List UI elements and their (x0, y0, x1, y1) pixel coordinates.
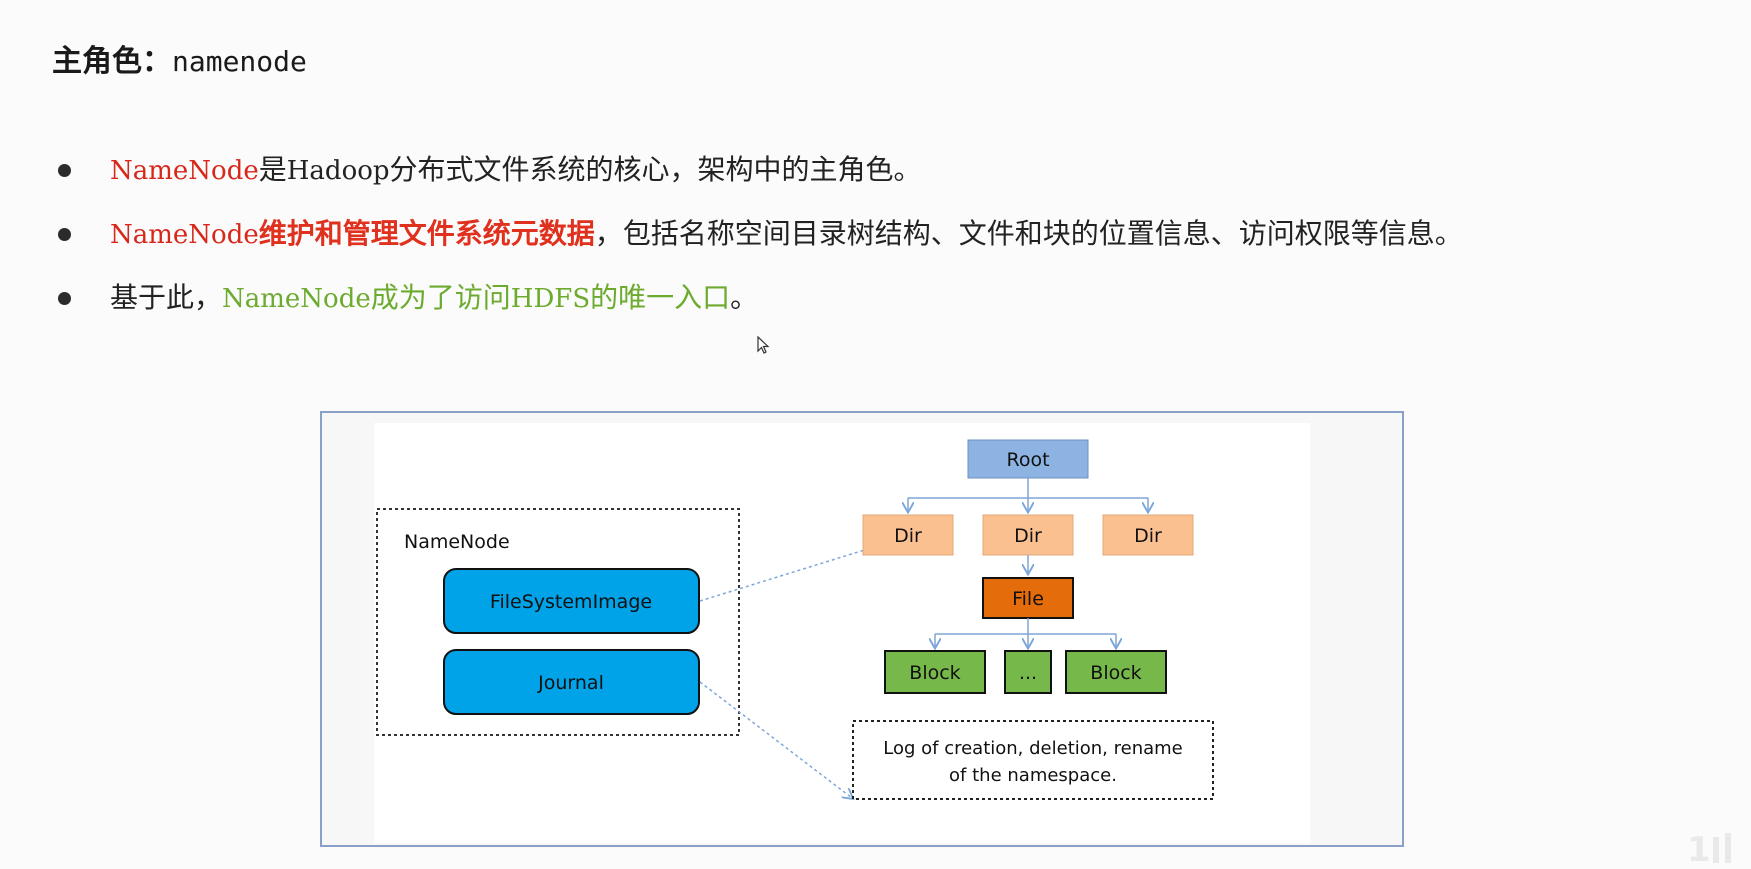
log-text-line1: Log of creation, deletion, rename (883, 738, 1183, 759)
dir-box (1102, 514, 1194, 556)
block-label: ... (1019, 662, 1037, 684)
log-text-line2: of the namespace. (949, 765, 1117, 786)
dir-label: Dir (894, 525, 922, 547)
block-box (1004, 650, 1052, 694)
bullet-item: NameNode维护和管理文件系统元数据，包括名称空间目录树结构、文件和块的位置… (58, 212, 1698, 276)
namenode-container (376, 508, 740, 736)
bullet-segment: Hadoop (286, 156, 390, 186)
bullet-segment: 分布式文件系统的核心，架构中的主角色。 (389, 153, 922, 186)
file-label: File (1012, 588, 1044, 610)
block-box (884, 650, 986, 694)
bullet-segment: 基于此， (110, 281, 223, 314)
diagram-svg: NameNode FileSystemImage Journal Root Di… (376, 439, 1214, 843)
svg-text:1: 1 (1687, 830, 1711, 865)
mouse-cursor-icon (757, 335, 771, 360)
bullet-text: NameNode是Hadoop分布式文件系统的核心，架构中的主角色。 (110, 148, 922, 193)
bullet-text: NameNode维护和管理文件系统元数据，包括名称空间目录树结构、文件和块的位置… (110, 212, 1463, 257)
bullet-text: 基于此，NameNode成为了访问HDFS的唯一入口。 (110, 276, 758, 321)
title-label: 主角色： (52, 44, 172, 79)
bullet-dot-icon (58, 164, 71, 177)
fsimage-label: FileSystemImage (490, 591, 652, 613)
bullet-item: NameNode是Hadoop分布式文件系统的核心，架构中的主角色。 (58, 148, 1698, 212)
namenode-label: NameNode (404, 531, 510, 553)
dir-box (862, 514, 954, 556)
diagram-canvas: NameNode FileSystemImage Journal Root Di… (374, 423, 1310, 843)
dir-label: Dir (1134, 525, 1162, 547)
namenode-diagram: NameNode FileSystemImage Journal Root Di… (320, 411, 1404, 847)
journal-label: Journal (537, 672, 604, 694)
block-label: Block (1090, 662, 1141, 684)
fsimage-pointer (699, 543, 887, 602)
dir-label: Dir (1014, 525, 1042, 547)
bullet-segment: NameNode (110, 220, 259, 250)
journal-pointer (699, 681, 852, 798)
bullet-segment: 是 (258, 153, 287, 186)
dir-box (982, 514, 1074, 556)
bullet-segment: 成为了访问 (370, 281, 511, 314)
journal-box (443, 649, 700, 715)
page-title: 主角色：namenode (52, 36, 307, 80)
bullet-segment: HDFS (510, 284, 591, 314)
root-label: Root (1006, 449, 1049, 471)
bullet-list: NameNode是Hadoop分布式文件系统的核心，架构中的主角色。 NameN… (58, 148, 1698, 340)
bullet-segment: 的唯一入口 (590, 281, 731, 314)
bullet-segment: NameNode (222, 284, 371, 314)
bullet-segment: 维护和管理文件系统元数据 (258, 217, 595, 250)
bullet-item: 基于此，NameNode成为了访问HDFS的唯一入口。 (58, 276, 1698, 340)
file-box (982, 577, 1074, 619)
block-box (1065, 650, 1167, 694)
block-label: Block (909, 662, 960, 684)
title-code: namenode (172, 45, 307, 78)
bullet-segment: NameNode (110, 156, 259, 186)
watermark-logo: 1 (1685, 829, 1745, 869)
bullet-segment: 。 (730, 281, 759, 314)
bullet-segment: ，包括名称空间目录树结构、文件和块的位置信息、访问权限等信息。 (594, 217, 1463, 250)
root-box (967, 439, 1089, 479)
fsimage-box (443, 568, 700, 634)
bullet-dot-icon (58, 292, 71, 305)
log-box (852, 720, 1214, 800)
bullet-dot-icon (58, 228, 71, 241)
